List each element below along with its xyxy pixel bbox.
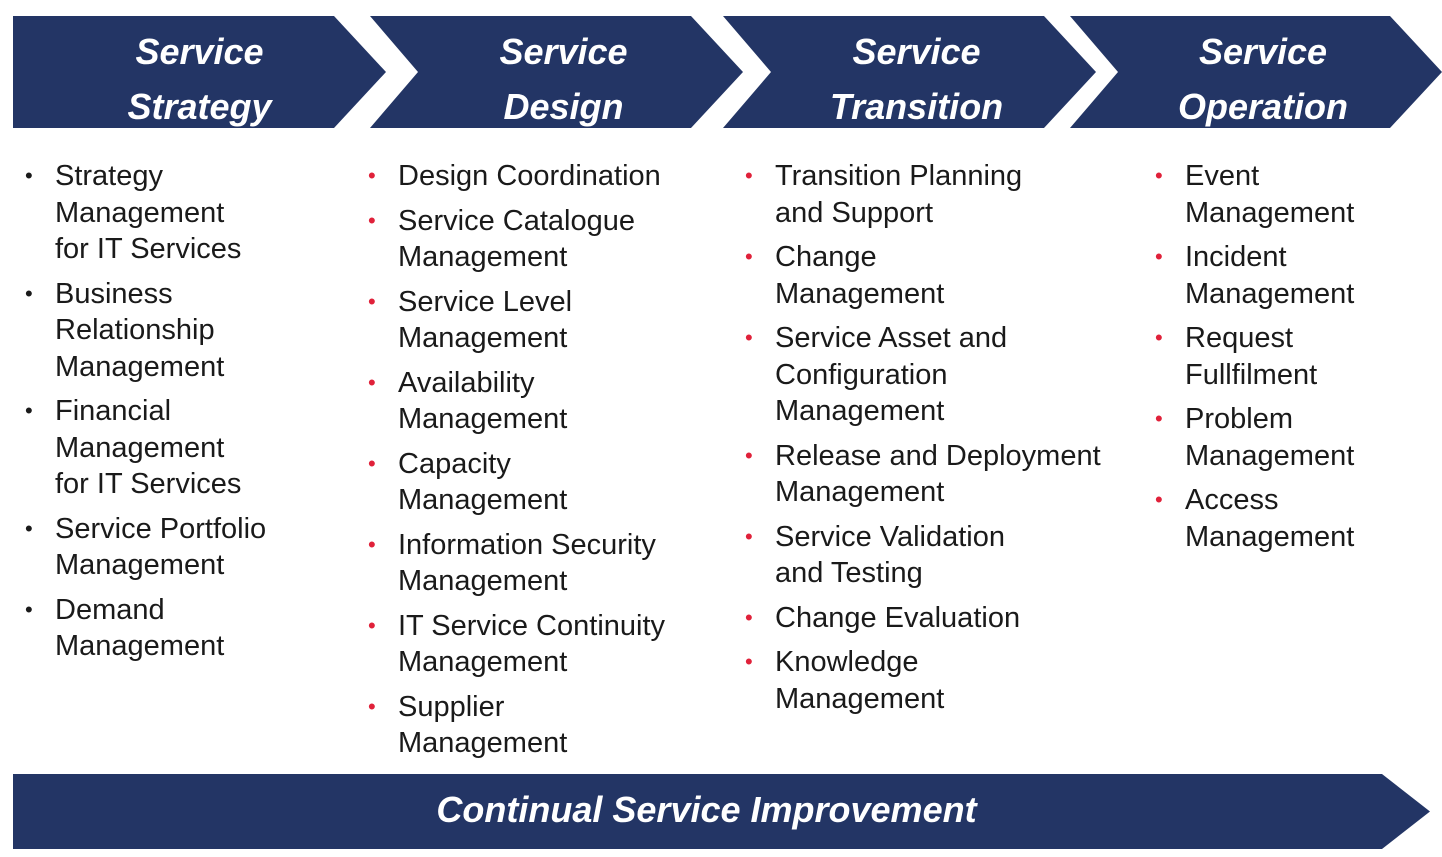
process-item: • Capacity Management [368,446,728,519]
process-label: Change Management [775,241,945,310]
process-label: Supplier Management [398,690,568,760]
process-label: Demand Management [55,593,225,663]
strategy-process-list: • Strategy Management for IT Services • Bus… [25,158,355,673]
bullet-icon: • [25,280,33,306]
process-label: Design Coordination [398,160,661,192]
process-label: Capacity Management [398,447,568,517]
bullet-icon: • [745,244,753,269]
phase-title: Service Transition [723,24,1096,134]
bullet-icon: • [368,693,376,719]
process-item: • Incident Management [1155,239,1435,312]
transition-process-list: • Transition Planning and Support • Change … [745,158,1135,725]
bullet-icon: • [745,604,753,630]
process-item: • Strategy Management for IT Services [25,158,355,268]
bullet-icon: • [745,649,753,674]
bullet-icon: • [745,325,753,350]
process-label: Service Level Management [398,285,573,355]
process-item: • Business Relationship Management [25,276,355,386]
bullet-icon: • [745,442,753,468]
process-item: • Supplier Management [368,689,728,762]
phase-title: Service Strategy [13,24,386,134]
bullet-icon: • [25,163,33,188]
bullet-icon: • [1155,163,1163,188]
process-item: • Service Validation and Testing [745,519,1135,592]
bullet-icon: • [368,450,376,476]
phase-title-line1: Service [852,31,981,72]
process-label: Service Asset and Configuration Manageme… [775,322,1008,427]
process-label: Financial Management for IT Services [55,395,242,500]
phase-title-line1: Service [499,31,628,72]
process-label: IT Service Continuity Management [398,609,666,679]
bullet-icon: • [368,369,376,395]
process-label: Request Fullfilment [1185,322,1318,391]
process-label: Access Management [1185,484,1355,553]
phase-title: Service Design [370,24,743,134]
bullet-icon: • [368,163,376,188]
process-item: • Service Level Management [368,284,728,357]
bullet-icon: • [745,523,753,549]
bullet-icon: • [368,612,376,638]
bullet-icon: • [25,596,33,622]
bullet-icon: • [368,207,376,233]
process-item: • Service Asset and Configuration Managem… [745,320,1135,430]
process-item: • Release and Deployment Management [745,438,1135,511]
bullet-icon: • [25,398,33,423]
process-label: Strategy Management for IT Services [55,160,242,265]
design-process-list: • Design Coordination • Service Catalogue M… [368,158,728,770]
process-label: Service Portfolio Management [55,512,267,582]
process-item: • Access Management [1155,482,1435,555]
banner-label: Continual Service Improvement [436,789,977,830]
process-item: • Change Evaluation [745,600,1135,637]
bullet-icon: • [368,288,376,314]
bullet-icon: • [368,531,376,557]
chevron-service-operation: Service Operation [1070,16,1442,128]
chevron-service-design: Service Design [370,16,743,128]
process-label: Business Relationship Management [55,277,225,383]
process-item: • Financial Management for IT Services [25,393,355,503]
process-item: • Problem Management [1155,401,1435,474]
continual-service-improvement-banner: Continual Service Improvement [13,774,1430,849]
phase-title-line2: Operation [1177,86,1348,127]
bullet-icon: • [1155,487,1163,512]
process-label: Service Validation and Testing [775,520,1005,590]
phase-title-line1: Service [135,31,264,72]
process-item: • Design Coordination [368,158,728,195]
bullet-icon: • [745,163,753,188]
process-item: • Service Catalogue Management [368,203,728,276]
chevron-service-transition: Service Transition [723,16,1096,128]
phase-title: Service Operation [1070,24,1442,134]
process-label: Event Management [1185,160,1355,229]
phase-title-line2: Strategy [127,86,272,127]
bullet-icon: • [1155,244,1163,269]
process-label: Knowledge Management [775,646,945,715]
process-label: Change Evaluation [775,601,1021,634]
process-item: • Transition Planning and Support [745,158,1135,231]
process-item: • Change Management [745,239,1135,312]
process-label: Incident Management [1185,241,1355,310]
bullet-icon: • [1155,406,1163,431]
bullet-icon: • [1155,325,1163,350]
chevron-service-strategy: Service Strategy [13,16,386,128]
phase-title-line2: Design [503,86,624,127]
process-label: Service Catalogue Management [398,204,635,274]
process-item: • Request Fullfilment [1155,320,1435,393]
process-item: • Knowledge Management [745,644,1135,717]
process-label: Availability Management [398,366,568,436]
process-item: • Service Portfolio Management [25,511,355,584]
operation-process-list: • Event Management • Incident Management • Re… [1155,158,1435,563]
process-item: • IT Service Continuity Management [368,608,728,681]
process-item: • Availability Management [368,365,728,438]
process-item: • Event Management [1155,158,1435,231]
process-item: • Demand Management [25,592,355,665]
process-label: Problem Management [1185,403,1355,472]
process-label: Release and Deployment Management [775,439,1101,509]
phase-title-line1: Service [1198,31,1328,72]
process-item: • Information Security Management [368,527,728,600]
process-label: Information Security Management [398,528,656,598]
phase-title-line2: Transition [829,86,1004,127]
process-label: Transition Planning and Support [775,160,1023,229]
bullet-icon: • [25,515,33,541]
